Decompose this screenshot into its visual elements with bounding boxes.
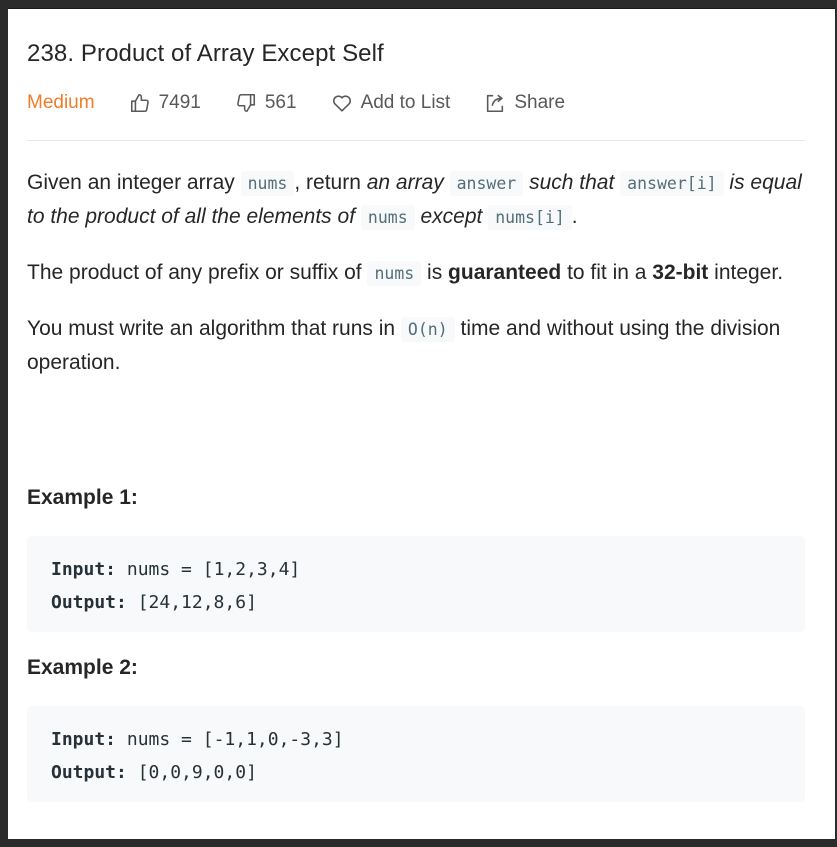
italic-text: is equal to the product of all the eleme…	[27, 171, 802, 228]
text-segment	[355, 205, 361, 228]
input-label: Input:	[51, 559, 117, 580]
text-segment: to fit in a	[561, 261, 653, 284]
input-value: nums = [1,2,3,4]	[116, 559, 301, 580]
text-segment	[444, 171, 450, 194]
example-1-input-line: Input: nums = [1,2,3,4]	[51, 553, 805, 586]
problem-meta-bar: Medium 7491 561 Add to List	[27, 91, 599, 115]
inline-code: O(n)	[400, 317, 455, 342]
output-label: Output:	[51, 592, 127, 613]
bold-text: guaranteed	[448, 261, 562, 284]
example-1-block: Input: nums = [1,2,3,4] Output: [24,12,8…	[27, 536, 805, 632]
example-2-block: Input: nums = [-1,1,0,-3,3] Output: [0,0…	[27, 706, 805, 802]
inline-code: nums	[360, 205, 415, 230]
input-label: Input:	[51, 729, 117, 750]
description-paragraph-3: You must write an algorithm that runs in…	[27, 312, 807, 379]
inline-code: nums	[240, 171, 295, 196]
text-segment: , return	[294, 171, 367, 194]
bold-text: 32-bit	[652, 261, 709, 284]
thumbs-down-icon	[236, 93, 255, 113]
like-button[interactable]: 7491	[129, 92, 201, 114]
text-segment: time and without using the division oper…	[27, 317, 781, 374]
difficulty-badge: Medium	[27, 92, 95, 113]
text-segment: is	[421, 261, 449, 284]
add-to-list-label: Add to List	[360, 92, 451, 113]
output-label: Output:	[51, 762, 127, 783]
description-paragraph-1: Given an integer array nums, return an a…	[27, 166, 807, 234]
problem-description: Given an integer array nums, return an a…	[27, 166, 807, 401]
example-2-output-line: Output: [0,0,9,0,0]	[51, 756, 805, 789]
inline-code: answer[i]	[620, 171, 724, 196]
text-segment: integer.	[708, 261, 784, 284]
inline-code: nums[i]	[488, 205, 572, 230]
thumbs-up-icon	[130, 93, 149, 113]
text-segment: .	[571, 205, 578, 228]
italic-text: except	[420, 205, 483, 228]
output-value: [0,0,9,0,0]	[126, 762, 257, 783]
problem-panel: 238. Product of Array Except Self Medium…	[8, 8, 835, 839]
problem-title: 238. Product of Array Except Self	[27, 40, 384, 67]
like-count: 7491	[158, 92, 201, 113]
output-value: [24,12,8,6]	[126, 592, 257, 613]
italic-text: an array	[366, 171, 444, 194]
example-2-title: Example 2:	[27, 656, 138, 679]
description-paragraph-2: The product of any prefix or suffix of n…	[27, 256, 807, 290]
dislike-count: 561	[264, 92, 297, 113]
example-1-output-line: Output: [24,12,8,6]	[51, 586, 805, 619]
text-segment: Given an integer array	[27, 171, 241, 194]
example-2-input-line: Input: nums = [-1,1,0,-3,3]	[51, 723, 805, 756]
inline-code: nums	[367, 261, 422, 286]
share-button[interactable]: Share	[484, 92, 565, 114]
heart-icon	[332, 95, 351, 112]
share-label: Share	[514, 92, 566, 113]
dislike-button[interactable]: 561	[235, 92, 297, 114]
add-to-list-button[interactable]: Add to List	[331, 92, 451, 114]
text-segment: You must write an algorithm that runs in	[27, 317, 401, 340]
inline-code: answer	[449, 171, 524, 196]
header-divider	[27, 140, 805, 141]
example-1-title: Example 1:	[27, 486, 138, 509]
input-value: nums = [-1,1,0,-3,3]	[116, 729, 344, 750]
share-icon	[487, 94, 504, 113]
italic-text: such that	[529, 171, 615, 194]
text-segment: The product of any prefix or suffix of	[27, 261, 368, 284]
